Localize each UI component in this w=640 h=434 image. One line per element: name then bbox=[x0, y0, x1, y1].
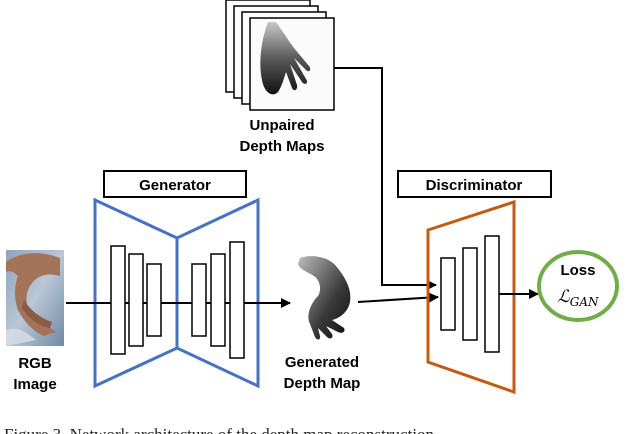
discriminator-label: Discriminator bbox=[426, 177, 523, 194]
discriminator-layer bbox=[440, 257, 456, 331]
loss-node bbox=[537, 250, 619, 322]
rgb-label-line1: RGB bbox=[18, 355, 52, 372]
generator-label: Generator bbox=[139, 177, 211, 194]
discriminator-layer bbox=[462, 247, 478, 341]
generator-encoder-layer bbox=[146, 263, 162, 337]
generator-decoder-layer bbox=[210, 253, 226, 347]
discriminator-label-box bbox=[397, 170, 552, 198]
generator-label-box bbox=[103, 170, 247, 198]
unpaired-depth-maps-icon bbox=[225, 0, 335, 111]
discriminator-layer bbox=[484, 235, 500, 353]
generated-label-line2: Depth Map bbox=[284, 375, 361, 392]
unpaired-label-line2: Depth Maps bbox=[239, 138, 324, 155]
rgb-image-icon bbox=[6, 250, 64, 346]
generated-label-line1: Generated bbox=[285, 354, 359, 371]
rgb-label-line2: Image bbox=[13, 376, 56, 393]
generated-to-discriminator-arrow bbox=[357, 292, 439, 303]
figure-caption: Figure 3. Network architecture of the de… bbox=[4, 425, 435, 434]
discriminator-shape bbox=[426, 199, 516, 395]
generator-decoder-layer bbox=[229, 241, 245, 359]
unpaired-to-discriminator-connector bbox=[334, 67, 437, 290]
loss-label: Loss bbox=[560, 262, 595, 279]
generated-depth-map-icon bbox=[298, 256, 351, 340]
loss-formula: ℒGAN bbox=[557, 287, 599, 309]
generator-encoder-layer bbox=[110, 245, 126, 355]
generator-encoder-layer bbox=[128, 253, 144, 347]
unpaired-label-line1: Unpaired bbox=[249, 117, 314, 134]
generator-decoder-layer bbox=[191, 263, 207, 337]
